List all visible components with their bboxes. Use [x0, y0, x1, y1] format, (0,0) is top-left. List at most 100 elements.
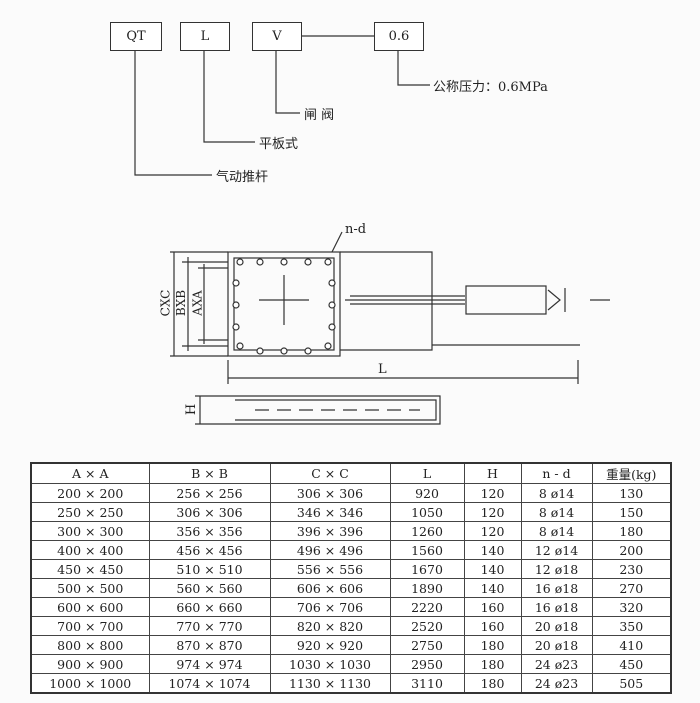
table-cell: 496 × 496 [269, 540, 391, 560]
table-cell: 400 × 400 [30, 540, 150, 560]
table-cell: 2950 [389, 654, 465, 674]
table-cell: 12 ø18 [520, 559, 593, 579]
label-valve: 闸 阀 [304, 108, 335, 123]
table-cell: 1670 [389, 559, 465, 579]
table-cell: 500 × 500 [30, 578, 150, 598]
table-cell: 200 × 200 [30, 483, 150, 503]
table-cell: 8 ø14 [520, 483, 593, 503]
table-cell: 20 ø18 [520, 635, 593, 655]
table-cell: 560 × 560 [148, 578, 271, 598]
code-box-pressure: 0.6 [374, 22, 424, 51]
table-cell: 1074 × 1074 [148, 673, 271, 694]
table-cell: 2220 [389, 597, 465, 617]
label-actuator: 气动推杆 [216, 170, 269, 185]
table-cell: 870 × 870 [148, 635, 271, 655]
table-cell: 140 [463, 578, 522, 598]
column-header: L [389, 462, 465, 484]
table-cell: 120 [463, 483, 522, 503]
table-cell: 180 [463, 673, 522, 694]
column-header: n - d [520, 462, 593, 484]
label-plate: 平板式 [259, 137, 299, 152]
column-header: C × C [269, 462, 391, 484]
code-box-valve: V [252, 22, 302, 51]
label-h: H [184, 403, 200, 416]
label-bxb: BXB [174, 289, 189, 317]
table-cell: 1890 [389, 578, 465, 598]
code-box-plate: L [180, 22, 230, 51]
table-cell: 510 × 510 [148, 559, 271, 579]
table-cell: 920 × 920 [269, 635, 391, 655]
table-cell: 350 [591, 616, 672, 636]
table-cell: 1130 × 1130 [269, 673, 391, 694]
table-cell: 140 [463, 540, 522, 560]
table-cell: 120 [463, 521, 522, 541]
valve-drawing [134, 35, 610, 425]
table-cell: 230 [591, 559, 672, 579]
label-pressure: 公称压力：0.6MPa [433, 80, 548, 95]
table-cell: 150 [591, 502, 672, 522]
table-cell: 346 × 346 [269, 502, 391, 522]
table-cell: 20 ø18 [520, 616, 593, 636]
table-cell: 16 ø18 [520, 597, 593, 617]
table-cell: 2750 [389, 635, 465, 655]
table-cell: 1030 × 1030 [269, 654, 391, 674]
column-header: H [463, 462, 522, 484]
column-header: B × B [148, 462, 271, 484]
table-cell: 1260 [389, 521, 465, 541]
table-cell: 180 [463, 654, 522, 674]
table-cell: 180 [591, 521, 672, 541]
table-cell: 1050 [389, 502, 465, 522]
column-header: A × A [30, 462, 150, 484]
table-cell: 396 × 396 [269, 521, 391, 541]
table-cell: 410 [591, 635, 672, 655]
label-l: L [378, 362, 387, 377]
table-cell: 456 × 456 [148, 540, 271, 560]
table-cell: 660 × 660 [148, 597, 271, 617]
table-cell: 606 × 606 [269, 578, 391, 598]
table-cell: 450 [591, 654, 672, 674]
table-cell: 450 × 450 [30, 559, 150, 579]
label-nd: n-d [345, 222, 367, 237]
table-cell: 160 [463, 616, 522, 636]
label-cxc: CXC [158, 289, 173, 317]
table-cell: 1000 × 1000 [30, 673, 150, 694]
table-cell: 120 [463, 502, 522, 522]
table-cell: 600 × 600 [30, 597, 150, 617]
table-cell: 2520 [389, 616, 465, 636]
table-cell: 505 [591, 673, 672, 694]
table-cell: 356 × 356 [148, 521, 271, 541]
table-cell: 250 × 250 [30, 502, 150, 522]
table-cell: 800 × 800 [30, 635, 150, 655]
table-cell: 1560 [389, 540, 465, 560]
table-cell: 256 × 256 [148, 483, 271, 503]
table-cell: 24 ø23 [520, 673, 593, 694]
table-cell: 8 ø14 [520, 521, 593, 541]
table-cell: 200 [591, 540, 672, 560]
column-header: 重量(kg) [591, 462, 672, 484]
table-cell: 16 ø18 [520, 578, 593, 598]
table-cell: 160 [463, 597, 522, 617]
table-cell: 306 × 306 [269, 483, 391, 503]
table-cell: 706 × 706 [269, 597, 391, 617]
table-cell: 8 ø14 [520, 502, 593, 522]
table-cell: 140 [463, 559, 522, 579]
code-box-actuator: QT [110, 22, 162, 51]
table-cell: 320 [591, 597, 672, 617]
table-cell: 770 × 770 [148, 616, 271, 636]
table-cell: 130 [591, 483, 672, 503]
table-cell: 820 × 820 [269, 616, 391, 636]
table-cell: 900 × 900 [30, 654, 150, 674]
table-cell: 180 [463, 635, 522, 655]
table-cell: 300 × 300 [30, 521, 150, 541]
table-cell: 12 ø14 [520, 540, 593, 560]
